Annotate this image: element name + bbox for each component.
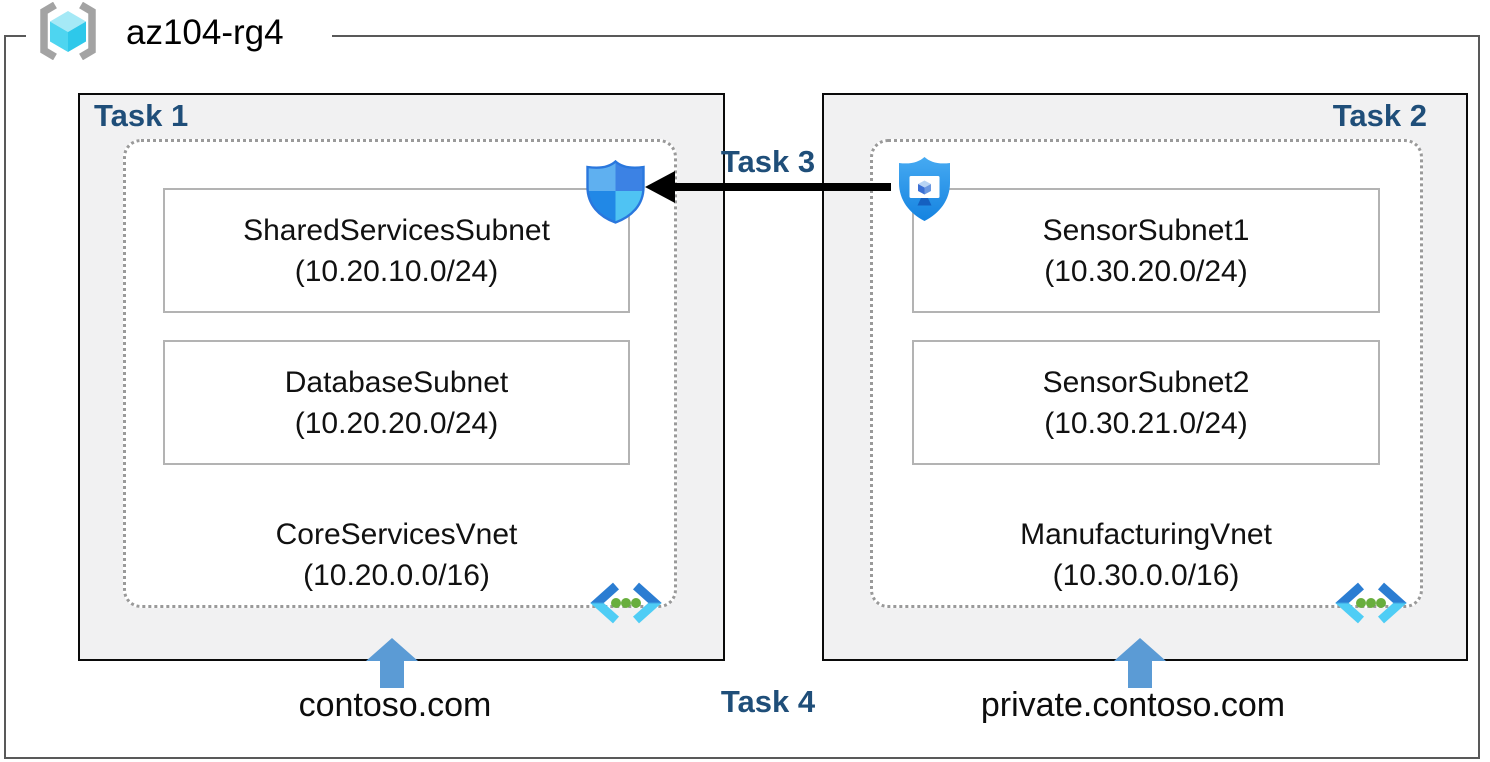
vnet-name: ManufacturingVnet <box>1020 518 1272 551</box>
subnet-name: SharedServicesSubnet <box>243 213 550 247</box>
subnet-cidr: (10.20.10.0/24) <box>294 254 499 288</box>
vnet-cidr: (10.20.0.0/16) <box>303 559 490 592</box>
task-2-label: Task 2 <box>1332 98 1427 133</box>
subnet-cidr: (10.30.20.0/24) <box>1044 254 1248 288</box>
resource-group-frame <box>4 35 1480 759</box>
coreservices-vnet-label: CoreServicesVnet (10.20.0.0/16) <box>163 514 630 596</box>
virtual-network-icon <box>589 582 663 624</box>
resource-group-label: az104-rg4 <box>26 0 332 66</box>
dns-zone-private-contoso: private.contoso.com <box>980 686 1286 724</box>
nsg-flow-arrowhead-icon <box>645 171 675 203</box>
manufacturing-vnet-label: ManufacturingVnet (10.30.0.0/16) <box>912 514 1380 596</box>
nsg-flow-arrow-line <box>675 183 891 191</box>
subnet-name: DatabaseSubnet <box>284 365 509 399</box>
nsg-shield-icon <box>586 159 645 224</box>
subnet-sharedservices: SharedServicesSubnet (10.20.10.0/24) <box>163 188 630 313</box>
resource-group-icon <box>36 1 100 65</box>
asg-shield-monitor-icon <box>897 155 952 223</box>
dns-zone-contoso: contoso.com <box>298 686 492 724</box>
subnet-sensor2: SensorSubnet2 (10.30.21.0/24) <box>912 340 1380 465</box>
vnet-cidr: (10.30.0.0/16) <box>1052 559 1240 592</box>
task-3-label: Task 3 <box>720 144 816 179</box>
resource-group-name: az104-rg4 <box>126 13 284 52</box>
task-4-label: Task 4 <box>720 684 816 719</box>
task-1-label: Task 1 <box>94 98 189 133</box>
virtual-network-icon <box>1334 582 1408 624</box>
subnet-cidr: (10.20.20.0/24) <box>294 406 499 440</box>
subnet-cidr: (10.30.21.0/24) <box>1044 406 1248 440</box>
subnet-database: DatabaseSubnet (10.20.20.0/24) <box>163 340 630 465</box>
subnet-sensor1: SensorSubnet1 (10.30.20.0/24) <box>912 188 1380 313</box>
up-block-arrow-icon <box>1114 638 1166 688</box>
subnet-name: SensorSubnet2 <box>1042 365 1250 399</box>
vnet-name: CoreServicesVnet <box>275 518 518 551</box>
up-block-arrow-icon <box>366 638 418 688</box>
subnet-name: SensorSubnet1 <box>1042 213 1250 247</box>
